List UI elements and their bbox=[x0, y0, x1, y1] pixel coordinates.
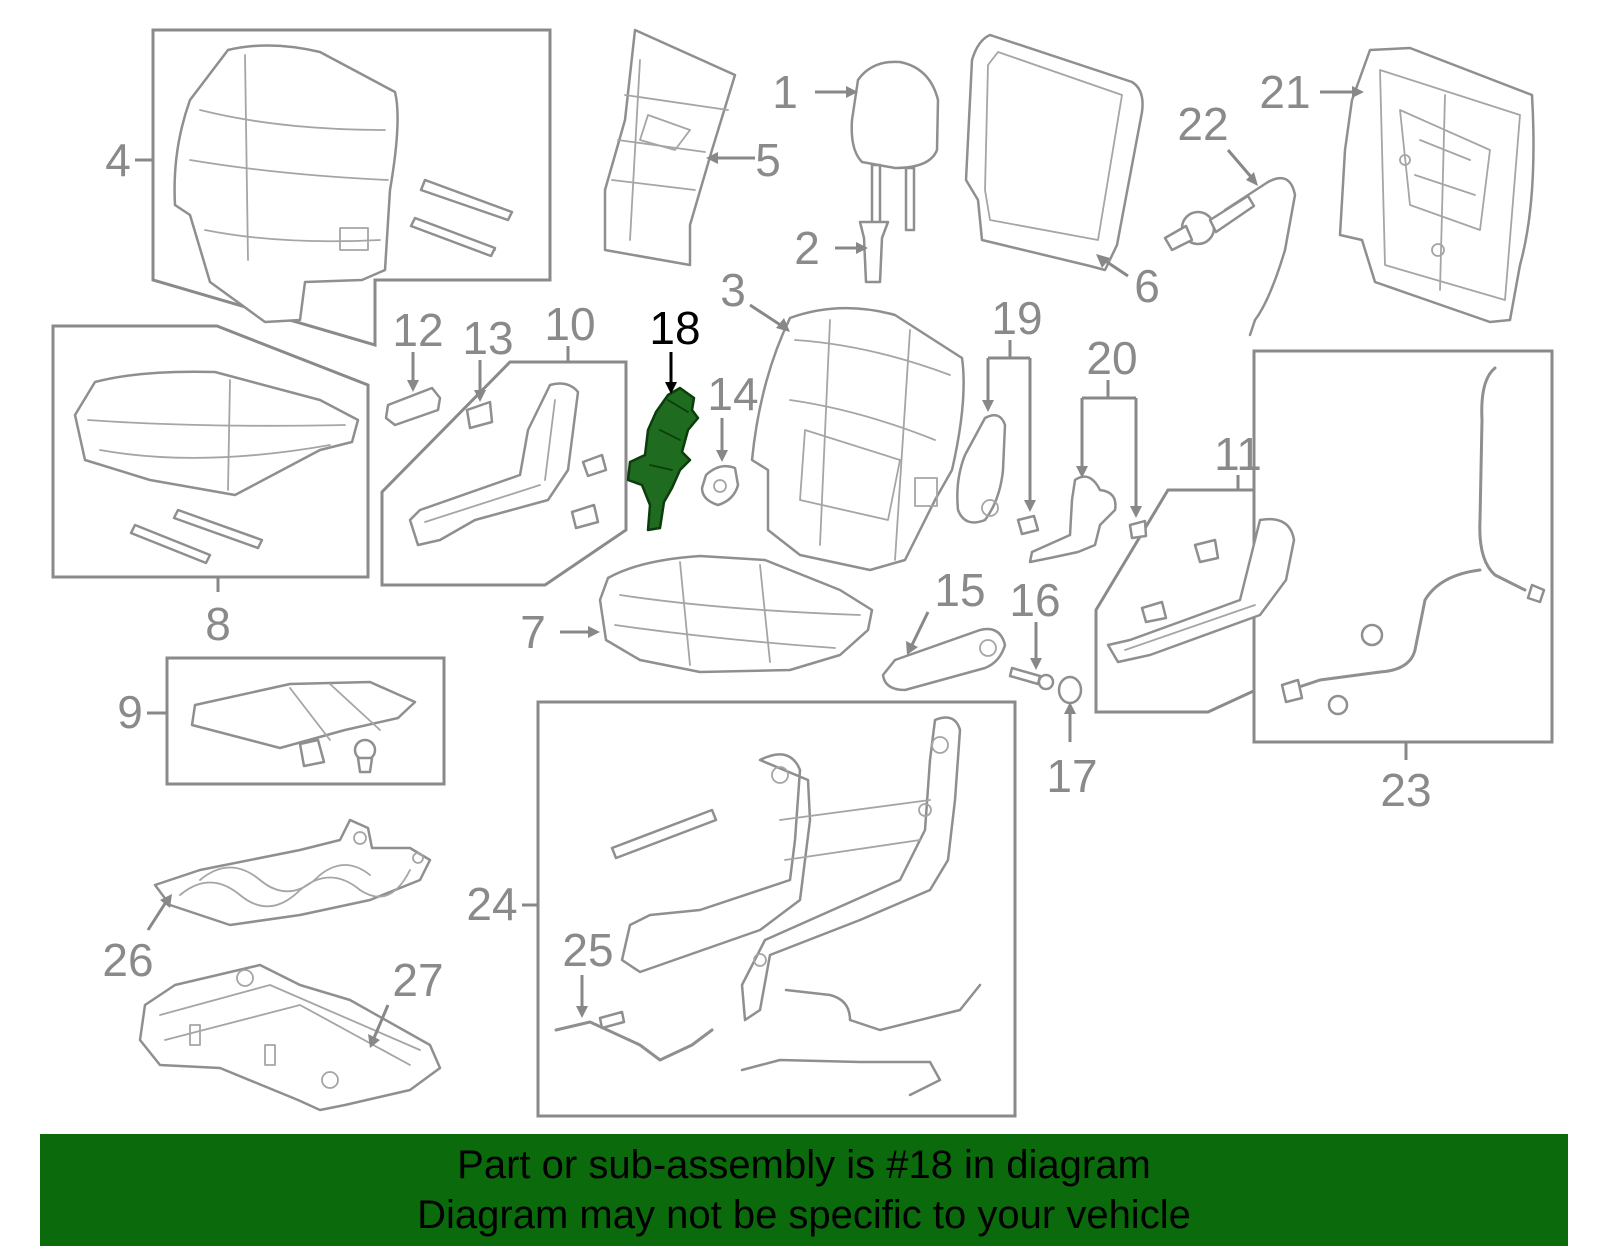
part-5-back-pad bbox=[603, 28, 737, 267]
callout-13: 13 bbox=[462, 312, 513, 364]
part-23-harness bbox=[1280, 366, 1546, 716]
part-10-side-trim bbox=[408, 382, 608, 547]
part-24-seat-frame bbox=[610, 716, 982, 1097]
callout-21: 21 bbox=[1259, 66, 1310, 118]
callout-23: 23 bbox=[1380, 764, 1431, 816]
part-15-lever-handle bbox=[881, 627, 1007, 692]
part-6-back-panel bbox=[964, 33, 1144, 272]
callout-19: 19 bbox=[991, 292, 1042, 344]
part-7-seat-cushion bbox=[598, 554, 874, 674]
part-22-cable-assembly bbox=[1163, 176, 1297, 337]
callout-14: 14 bbox=[707, 368, 758, 420]
part-4-seat-back bbox=[173, 44, 514, 324]
callout-5: 5 bbox=[755, 134, 781, 186]
callout-12: 12 bbox=[392, 304, 443, 356]
part-16-bolt bbox=[1008, 666, 1055, 691]
callout-11: 11 bbox=[1214, 428, 1262, 480]
banner-line-part-number: Part or sub-assembly is #18 in diagram bbox=[457, 1143, 1151, 1187]
leader-18-highlight bbox=[665, 352, 677, 394]
part-14-cover bbox=[700, 464, 740, 507]
part-18-highlighted-bracket[interactable] bbox=[626, 386, 700, 532]
callout-1: 1 bbox=[772, 66, 798, 118]
part-2-headrest-guide bbox=[858, 220, 890, 284]
callout-20: 20 bbox=[1086, 332, 1137, 384]
part-27-base-frame bbox=[138, 963, 442, 1112]
part-3-seat-back bbox=[750, 306, 965, 572]
callout-15: 15 bbox=[934, 564, 985, 616]
banner-line-disclaimer: Diagram may not be specific to your vehi… bbox=[417, 1193, 1191, 1237]
callout-9: 9 bbox=[117, 686, 143, 738]
callout-22: 22 bbox=[1177, 98, 1228, 150]
callout-7: 7 bbox=[520, 606, 546, 658]
callout-18[interactable]: 18 bbox=[649, 302, 700, 354]
callout-4: 4 bbox=[105, 134, 131, 186]
part-13-clip bbox=[465, 400, 494, 430]
part-12-clip bbox=[384, 386, 442, 427]
callout-labels: 1 2 3 4 5 6 7 8 9 10 11 12 13 14 15 16 1… bbox=[102, 66, 1431, 1006]
callout-17: 17 bbox=[1046, 750, 1097, 802]
part-19-recliner-cover bbox=[956, 413, 1040, 536]
callout-10: 10 bbox=[544, 298, 595, 350]
parts-diagram: 1 2 3 4 5 6 7 8 9 10 11 12 13 14 15 16 1… bbox=[51, 28, 1554, 1118]
leader-lines bbox=[135, 86, 1408, 1048]
part-11-side-trim bbox=[1106, 517, 1296, 664]
group-box-23 bbox=[1252, 349, 1554, 744]
part-17-washer bbox=[1057, 675, 1083, 705]
part-20-lever bbox=[1028, 475, 1148, 564]
callout-26: 26 bbox=[102, 934, 153, 986]
callout-27: 27 bbox=[392, 954, 443, 1006]
part-8-cushion bbox=[73, 370, 360, 565]
part-25-rod bbox=[554, 1010, 714, 1062]
callout-2: 2 bbox=[794, 222, 820, 274]
part-9-pad-and-clips bbox=[190, 680, 417, 774]
callout-6: 6 bbox=[1134, 260, 1160, 312]
callout-3: 3 bbox=[720, 264, 746, 316]
part-26-spring-mat bbox=[153, 818, 432, 927]
callout-8: 8 bbox=[205, 598, 231, 650]
callout-25: 25 bbox=[562, 924, 613, 976]
callout-24: 24 bbox=[466, 878, 517, 930]
callout-16: 16 bbox=[1009, 574, 1060, 626]
part-1-headrest bbox=[850, 60, 940, 234]
info-banner: Part or sub-assembly is #18 in diagram D… bbox=[40, 1134, 1568, 1246]
part-21-back-frame bbox=[1338, 46, 1535, 324]
